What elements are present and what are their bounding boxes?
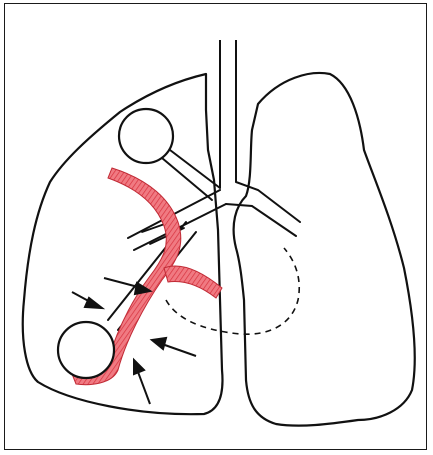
pulmonary-artery-branch xyxy=(164,266,222,298)
arrow-right xyxy=(152,338,196,356)
arrow-upper-right xyxy=(104,278,150,294)
upper-balloon xyxy=(119,109,173,163)
arrow-bottom xyxy=(134,360,150,404)
left-lung-outline xyxy=(234,73,415,426)
lower-balloon xyxy=(58,322,114,378)
arrow-left xyxy=(72,292,102,308)
upper-lobe-bronchus xyxy=(162,150,220,200)
hilum-dashed-outline xyxy=(166,248,299,334)
